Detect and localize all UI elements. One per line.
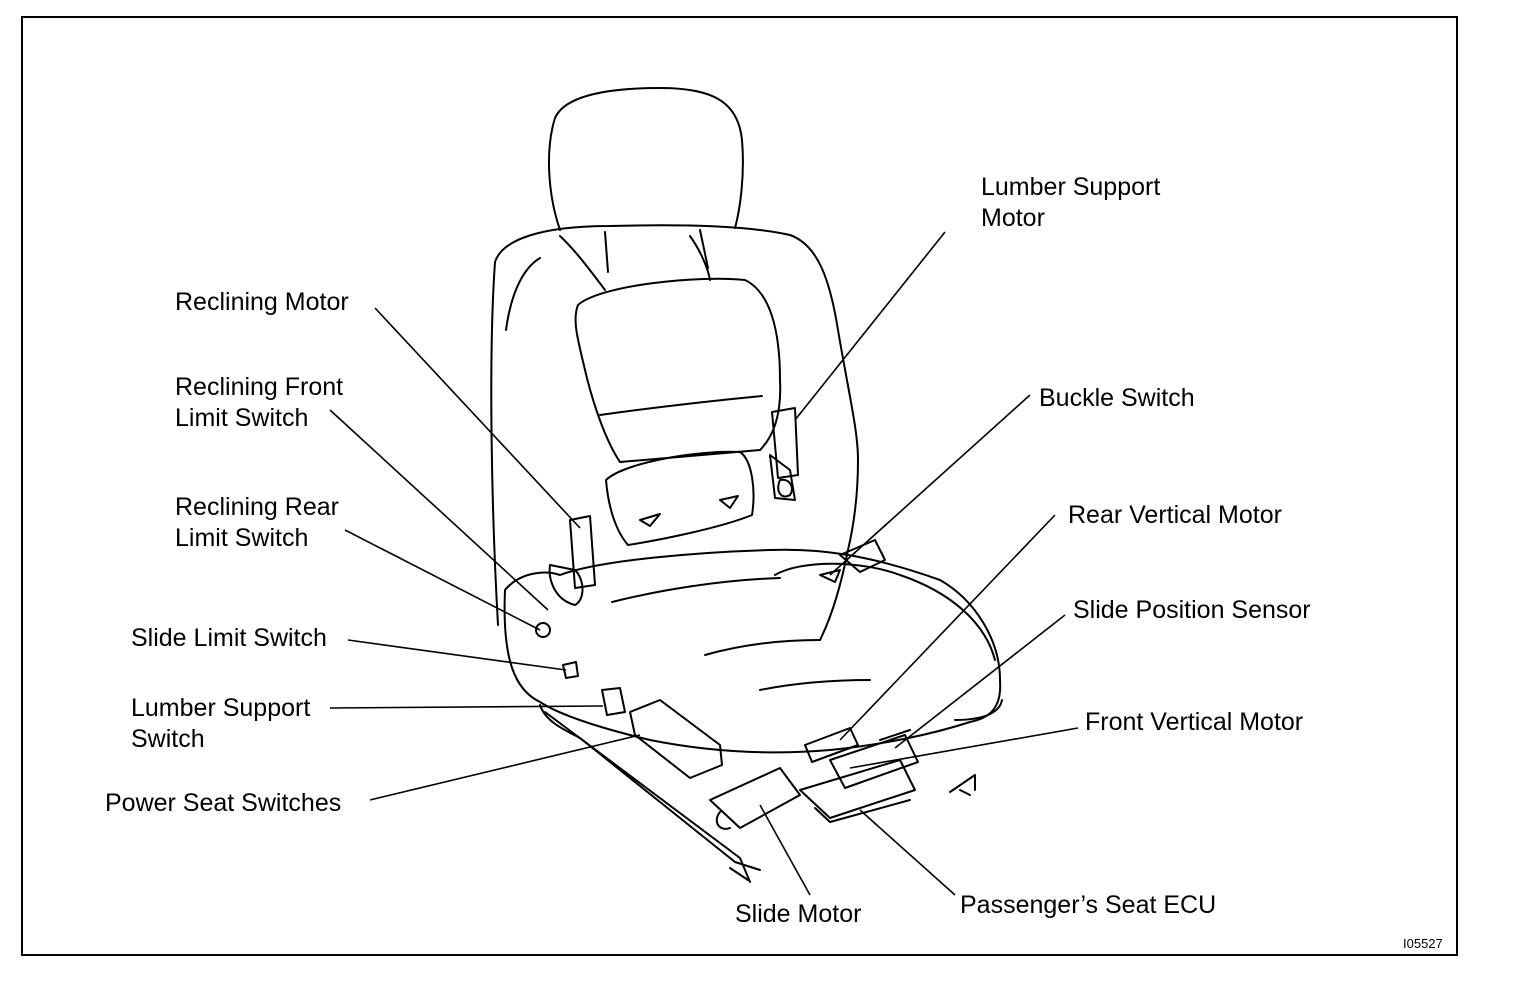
label-passengers-seat-ecu: Passenger’s Seat ECU — [960, 891, 1217, 919]
lumber-support-switch-shape — [601, 687, 626, 716]
slide-motor-shape — [709, 767, 801, 830]
headrest-post — [604, 229, 709, 273]
lumber-support-motor-shape — [769, 407, 799, 501]
label-buckle-switch: Buckle Switch — [1039, 384, 1195, 412]
label-power-seat-switches: Power Seat Switches — [105, 789, 342, 817]
power-seat-switch-block — [629, 699, 723, 779]
vertical-motors — [804, 727, 919, 789]
seat-cushion — [503, 548, 1002, 754]
lumbar-panel — [574, 277, 782, 463]
label-reclining-motor: Reclining Motor — [175, 288, 349, 316]
reclining-motor-shape — [548, 515, 596, 606]
seat-back — [490, 224, 859, 641]
figure-code: I05527 — [1403, 936, 1443, 951]
diagram-frame — [21, 16, 1458, 956]
label-rear-vertical-motor: Rear Vertical Motor — [1068, 501, 1282, 529]
label-reclining-front-limit-switch: Reclining Front Limit Switch — [175, 373, 344, 432]
label-lumber-support-motor: Lumber Support Motor — [981, 173, 1161, 232]
label-slide-limit-switch: Slide Limit Switch — [131, 624, 327, 652]
label-slide-position-sensor: Slide Position Sensor — [1073, 596, 1311, 624]
label-front-vertical-motor: Front Vertical Motor — [1085, 708, 1304, 736]
slide-limit-switch-shape — [562, 661, 579, 679]
ecu-box — [799, 759, 916, 823]
label-lumber-support-switch: Lumber Support Switch — [131, 694, 311, 753]
back-switch-panel — [605, 450, 755, 546]
label-slide-motor: Slide Motor — [735, 900, 862, 928]
headrest — [548, 87, 744, 231]
label-reclining-rear-limit-switch: Reclining Rear Limit Switch — [175, 493, 339, 552]
